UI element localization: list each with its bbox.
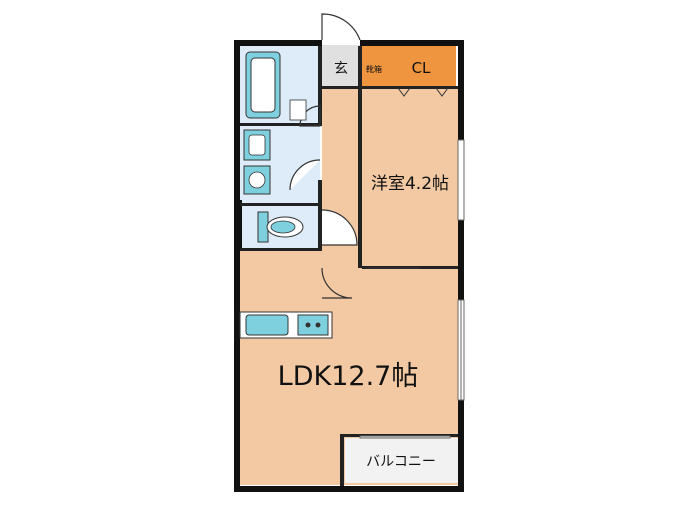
balcony-floor	[345, 438, 458, 483]
stove-burner	[305, 322, 311, 328]
western-room-floor	[362, 88, 460, 268]
closet-area	[386, 45, 456, 88]
bath-door-swing	[299, 105, 321, 127]
western-room-label: 洋室4.2帖	[371, 174, 449, 194]
washbasin	[243, 129, 271, 161]
washroom-door-swing	[289, 159, 321, 191]
closet-doors	[397, 87, 449, 97]
balcony-label: バルコニー	[366, 454, 436, 470]
shoe-box-label: 靴箱	[366, 64, 382, 74]
windows	[359, 139, 465, 439]
bathtub	[245, 51, 281, 119]
kitchen-counter	[239, 311, 333, 339]
ldk-label: LDK12.7帖	[278, 361, 419, 392]
entrance-floor	[322, 45, 362, 88]
shower-area	[289, 99, 307, 121]
ldk-door-swing	[321, 267, 353, 299]
toilet	[257, 211, 304, 243]
doors	[289, 13, 420, 299]
washing-machine	[243, 165, 271, 195]
toilet-door-swing	[321, 209, 358, 246]
front-door-swing	[321, 13, 361, 41]
stove-burner	[315, 322, 321, 328]
outer-walls	[234, 40, 464, 492]
closet-label: CL	[412, 59, 431, 77]
shoe-box-area	[362, 45, 386, 88]
entrance-label: 玄	[334, 60, 348, 77]
